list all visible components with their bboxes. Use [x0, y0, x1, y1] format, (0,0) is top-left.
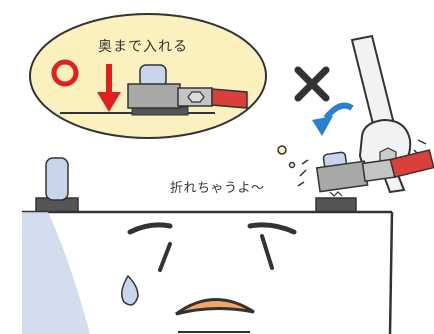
left-eye [158, 242, 172, 272]
terminal-clamp [127, 83, 181, 109]
left-eyebrow [127, 222, 173, 235]
terminal-diagram-wrong [315, 149, 434, 193]
right-eye [260, 234, 274, 270]
bubble-caption: 奥まで入れる [98, 39, 188, 55]
battery-face [22, 212, 297, 334]
battery-side-edge [388, 211, 394, 334]
battery-left-post [35, 157, 79, 213]
mouth [175, 298, 255, 316]
terminal-diagram-correct [60, 64, 248, 116]
rotate-arrow-icon [312, 102, 354, 136]
right-eyebrow [247, 222, 297, 235]
warning-caption: 折れちゃうよ〜 [170, 181, 265, 196]
wrench-icon [350, 34, 427, 194]
bubble-dot-tiny [288, 161, 296, 169]
nut-icon [187, 91, 205, 103]
sweat-drop-icon [121, 274, 139, 306]
battery-right-base [315, 197, 357, 213]
red-cable [211, 88, 248, 109]
wobble-lines [297, 159, 343, 197]
down-arrow-icon [97, 64, 121, 112]
bubble-dot-small [277, 145, 287, 155]
wrong-cross-mark [294, 66, 330, 102]
correct-circle-mark [51, 59, 79, 87]
